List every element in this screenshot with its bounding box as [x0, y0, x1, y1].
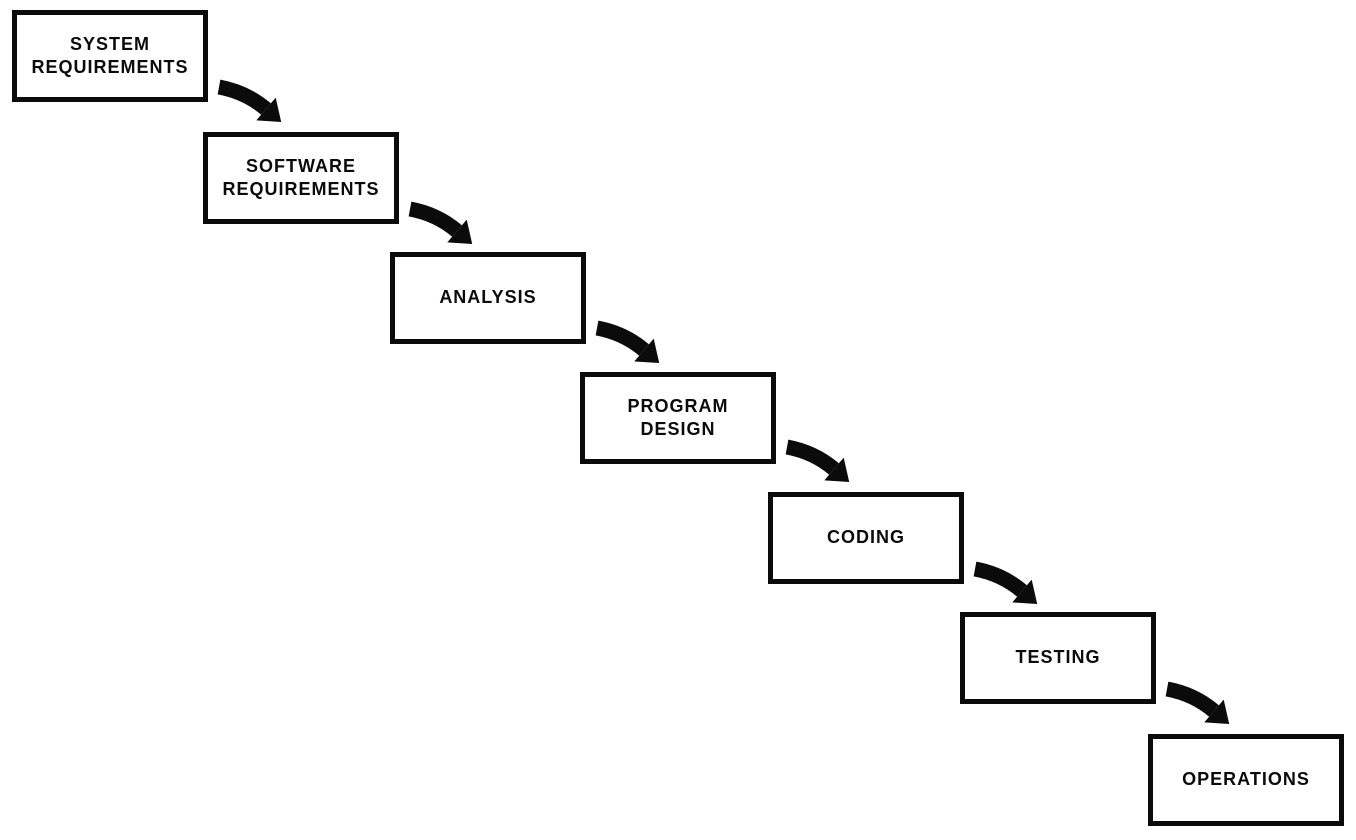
- flow-arrow-icon: [785, 439, 850, 482]
- step-label: PROGRAM DESIGN: [627, 395, 729, 439]
- step-box-system-requirements: SYSTEM REQUIREMENTS: [12, 10, 208, 102]
- step-box-program-design: PROGRAM DESIGN: [580, 372, 776, 464]
- step-label: ANALYSIS: [439, 287, 537, 308]
- step-label: TESTING: [1015, 647, 1101, 668]
- step-label: SOFTWARE REQUIREMENTS: [222, 155, 380, 199]
- step-box-software-requirements: SOFTWARE REQUIREMENTS: [203, 132, 399, 224]
- step-box-testing: TESTING: [960, 612, 1156, 704]
- step-label: CODING: [827, 527, 905, 548]
- step-label: SYSTEM REQUIREMENTS: [31, 33, 189, 77]
- flow-arrow-icon: [217, 79, 282, 122]
- flow-arrow-icon: [973, 561, 1038, 604]
- step-box-coding: CODING: [768, 492, 964, 584]
- flow-arrow-icon: [595, 320, 660, 363]
- step-box-operations: OPERATIONS: [1148, 734, 1344, 826]
- flow-arrow-icon: [408, 201, 473, 244]
- step-label: OPERATIONS: [1182, 769, 1310, 790]
- flow-arrow-icon: [1165, 681, 1230, 724]
- step-box-analysis: ANALYSIS: [390, 252, 586, 344]
